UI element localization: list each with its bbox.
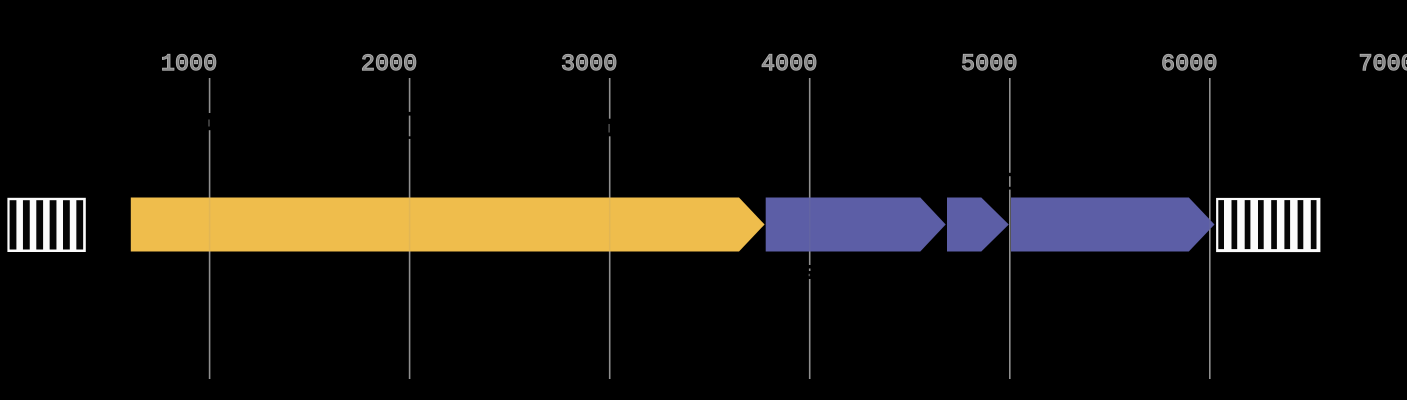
svg-text:7000: 7000 (1359, 51, 1407, 77)
svg-text:3000: 3000 (561, 51, 617, 77)
svg-text:6000: 6000 (1161, 51, 1217, 77)
svg-text:2000: 2000 (361, 51, 417, 77)
svg-text:4000: 4000 (761, 51, 817, 77)
svg-text:5000: 5000 (961, 51, 1017, 77)
svg-text:1000: 1000 (161, 51, 217, 77)
